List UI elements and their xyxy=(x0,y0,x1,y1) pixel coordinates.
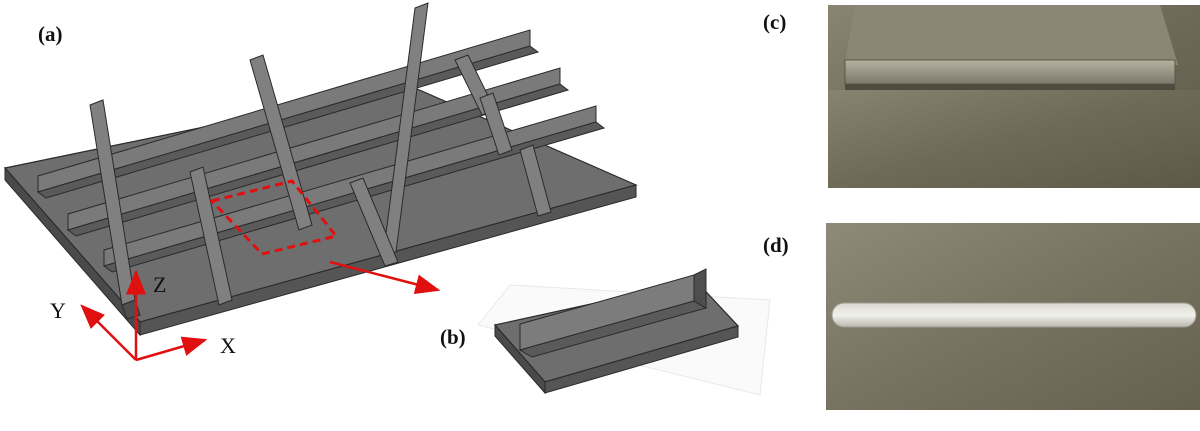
arrow-icon xyxy=(329,260,441,295)
t-joint-model xyxy=(477,268,771,396)
photo-t-joint xyxy=(828,5,1200,188)
panel-label-b: (b) xyxy=(440,325,466,349)
axis-label-z: Z xyxy=(153,272,167,297)
transverse-frames xyxy=(89,2,552,320)
axis-label-y: Y xyxy=(50,298,66,323)
axis-label-x: X xyxy=(220,333,236,358)
coordinate-axes-icon xyxy=(80,269,208,362)
panel-label-c: (c) xyxy=(763,10,787,34)
panel-label-d: (d) xyxy=(763,233,789,257)
dashed-region-icon xyxy=(209,179,339,256)
photo-weld-bead xyxy=(826,223,1200,410)
panel-label-a: (a) xyxy=(38,22,63,46)
stiffened-panel-model xyxy=(3,2,638,362)
